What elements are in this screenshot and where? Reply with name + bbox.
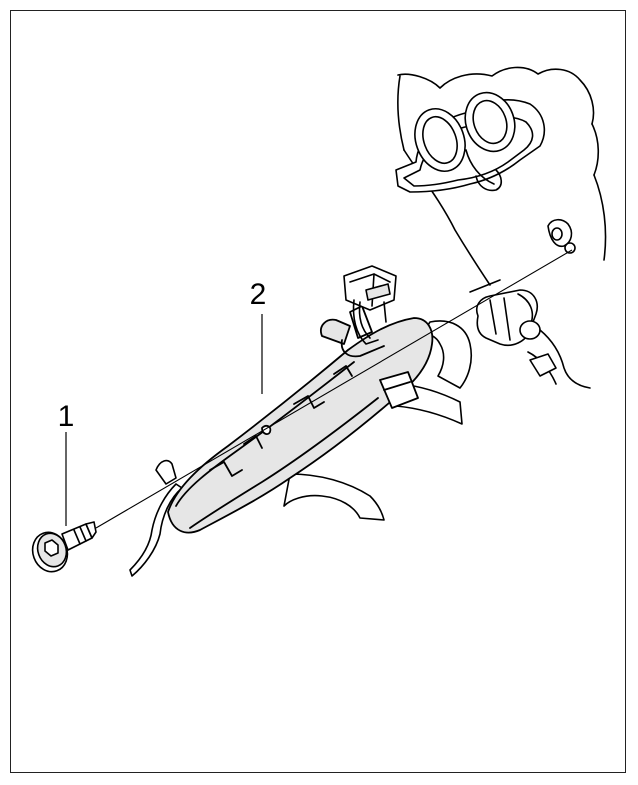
diagram-frame bbox=[10, 10, 626, 773]
sensor-connector bbox=[343, 265, 397, 345]
heat-shield-part bbox=[167, 305, 434, 534]
callout-1: 1 bbox=[58, 400, 75, 433]
assembly-axis-line bbox=[95, 249, 573, 529]
hoses bbox=[129, 320, 473, 577]
bolt bbox=[31, 521, 97, 573]
engine-block bbox=[395, 66, 607, 389]
callout-2: 2 bbox=[250, 278, 267, 311]
